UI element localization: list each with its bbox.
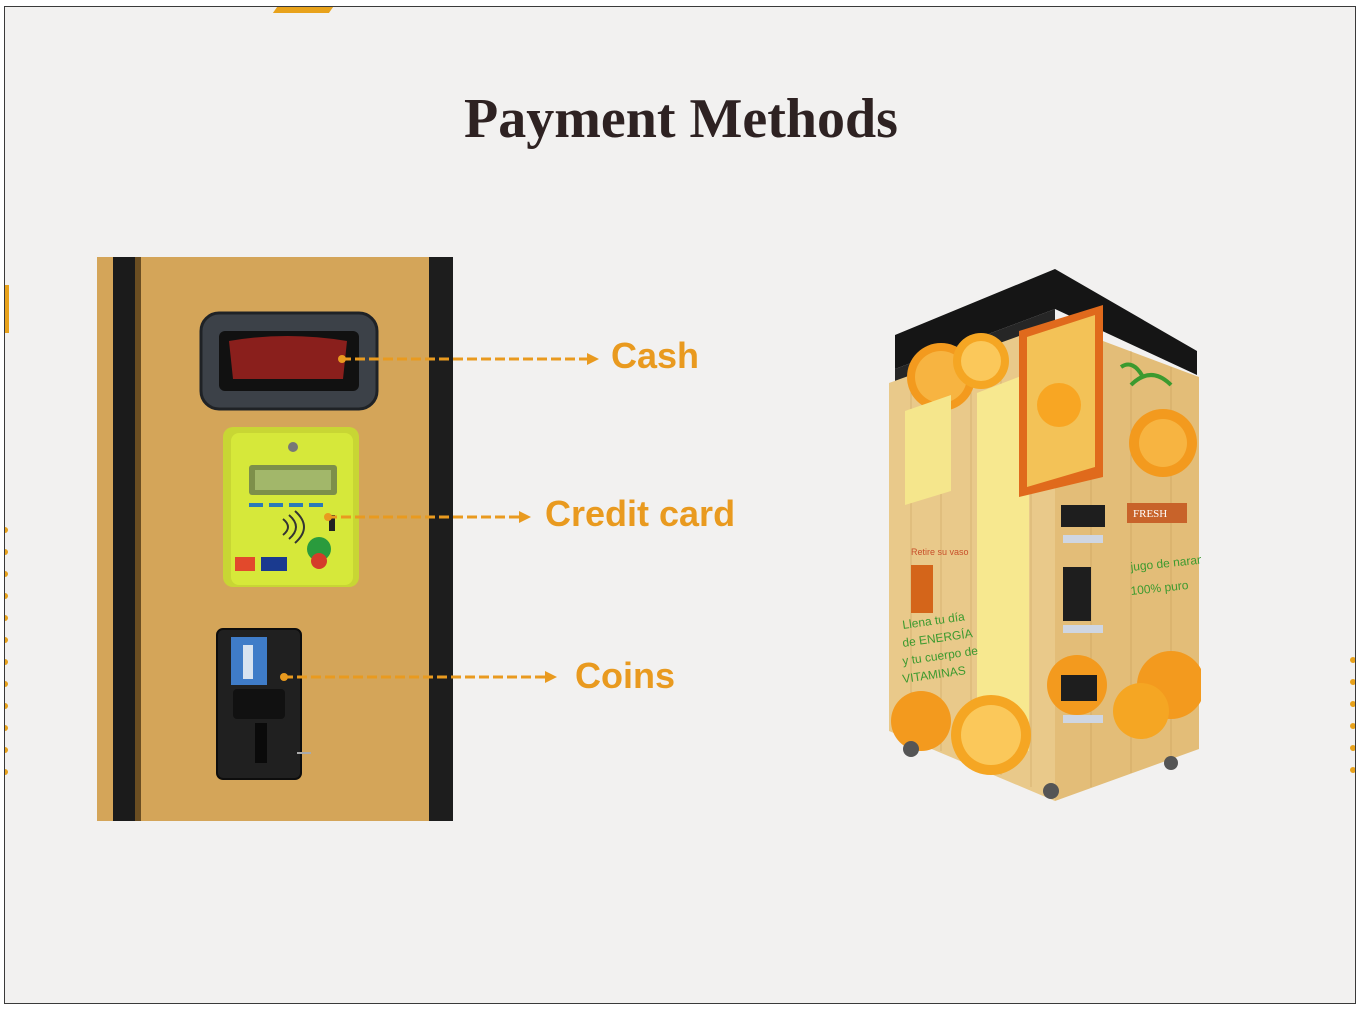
retire-label: Retire su vaso (911, 547, 969, 557)
coins-arrow (280, 671, 557, 683)
page-title: Payment Methods (464, 88, 898, 150)
payment-devices-photo (97, 257, 453, 821)
edge-dots-right (1350, 657, 1355, 957)
juice-vending-machine: Retire su vaso Llena tu día de ENERGÍA y… (889, 269, 1201, 801)
accent-stripe (272, 7, 334, 13)
edge-accent-bar (5, 285, 9, 333)
coin-acceptor (216, 628, 311, 780)
cash-label: Cash (611, 335, 700, 376)
credit-card-arrow (324, 511, 531, 523)
coins-label: Coins (575, 655, 676, 696)
credit-card-label: Credit card (545, 493, 736, 534)
cash-arrow (338, 353, 599, 365)
side-text-2: 100% puro (1130, 578, 1190, 598)
card-reader (223, 427, 359, 587)
fresh-label: FRESH (1133, 508, 1167, 520)
edge-dots-left (5, 527, 10, 827)
bill-acceptor (199, 311, 379, 411)
slide: Payment Methods (4, 6, 1356, 1004)
